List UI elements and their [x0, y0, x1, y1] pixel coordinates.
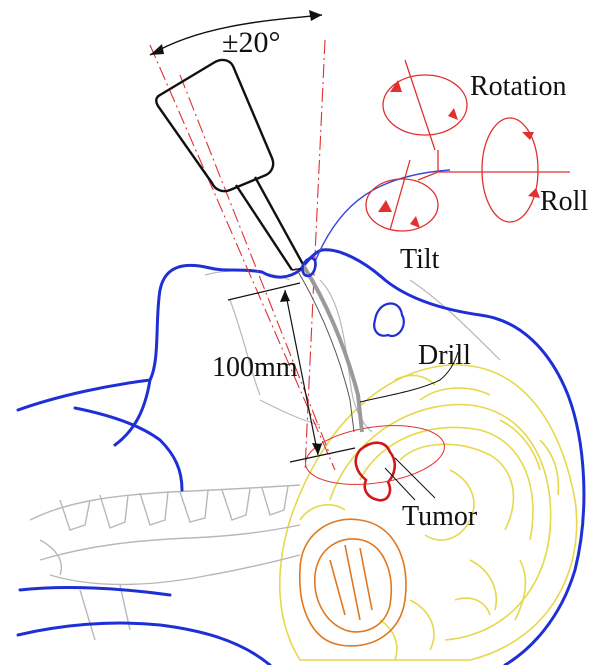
axis-lines — [150, 40, 335, 470]
drill-label: Drill — [418, 340, 471, 371]
distance-label: 100mm — [212, 352, 298, 383]
angle-label: ±20° — [222, 26, 280, 59]
head-outline — [18, 250, 584, 665]
angle-arrow-right — [309, 10, 322, 21]
spine — [30, 485, 300, 640]
tumor-label: Tumor — [402, 501, 478, 532]
drill-bit — [303, 265, 362, 432]
cerebellum — [300, 519, 406, 646]
drill-tool — [156, 60, 305, 270]
orbit-loop — [374, 304, 404, 336]
rotation-label: Rotation — [470, 71, 566, 102]
tilt-label: Tilt — [400, 244, 440, 275]
tumor-leader — [385, 458, 435, 500]
dimension-arrow-top — [280, 290, 290, 302]
rotation-arrows — [378, 80, 540, 228]
roll-label: Roll — [540, 186, 588, 217]
